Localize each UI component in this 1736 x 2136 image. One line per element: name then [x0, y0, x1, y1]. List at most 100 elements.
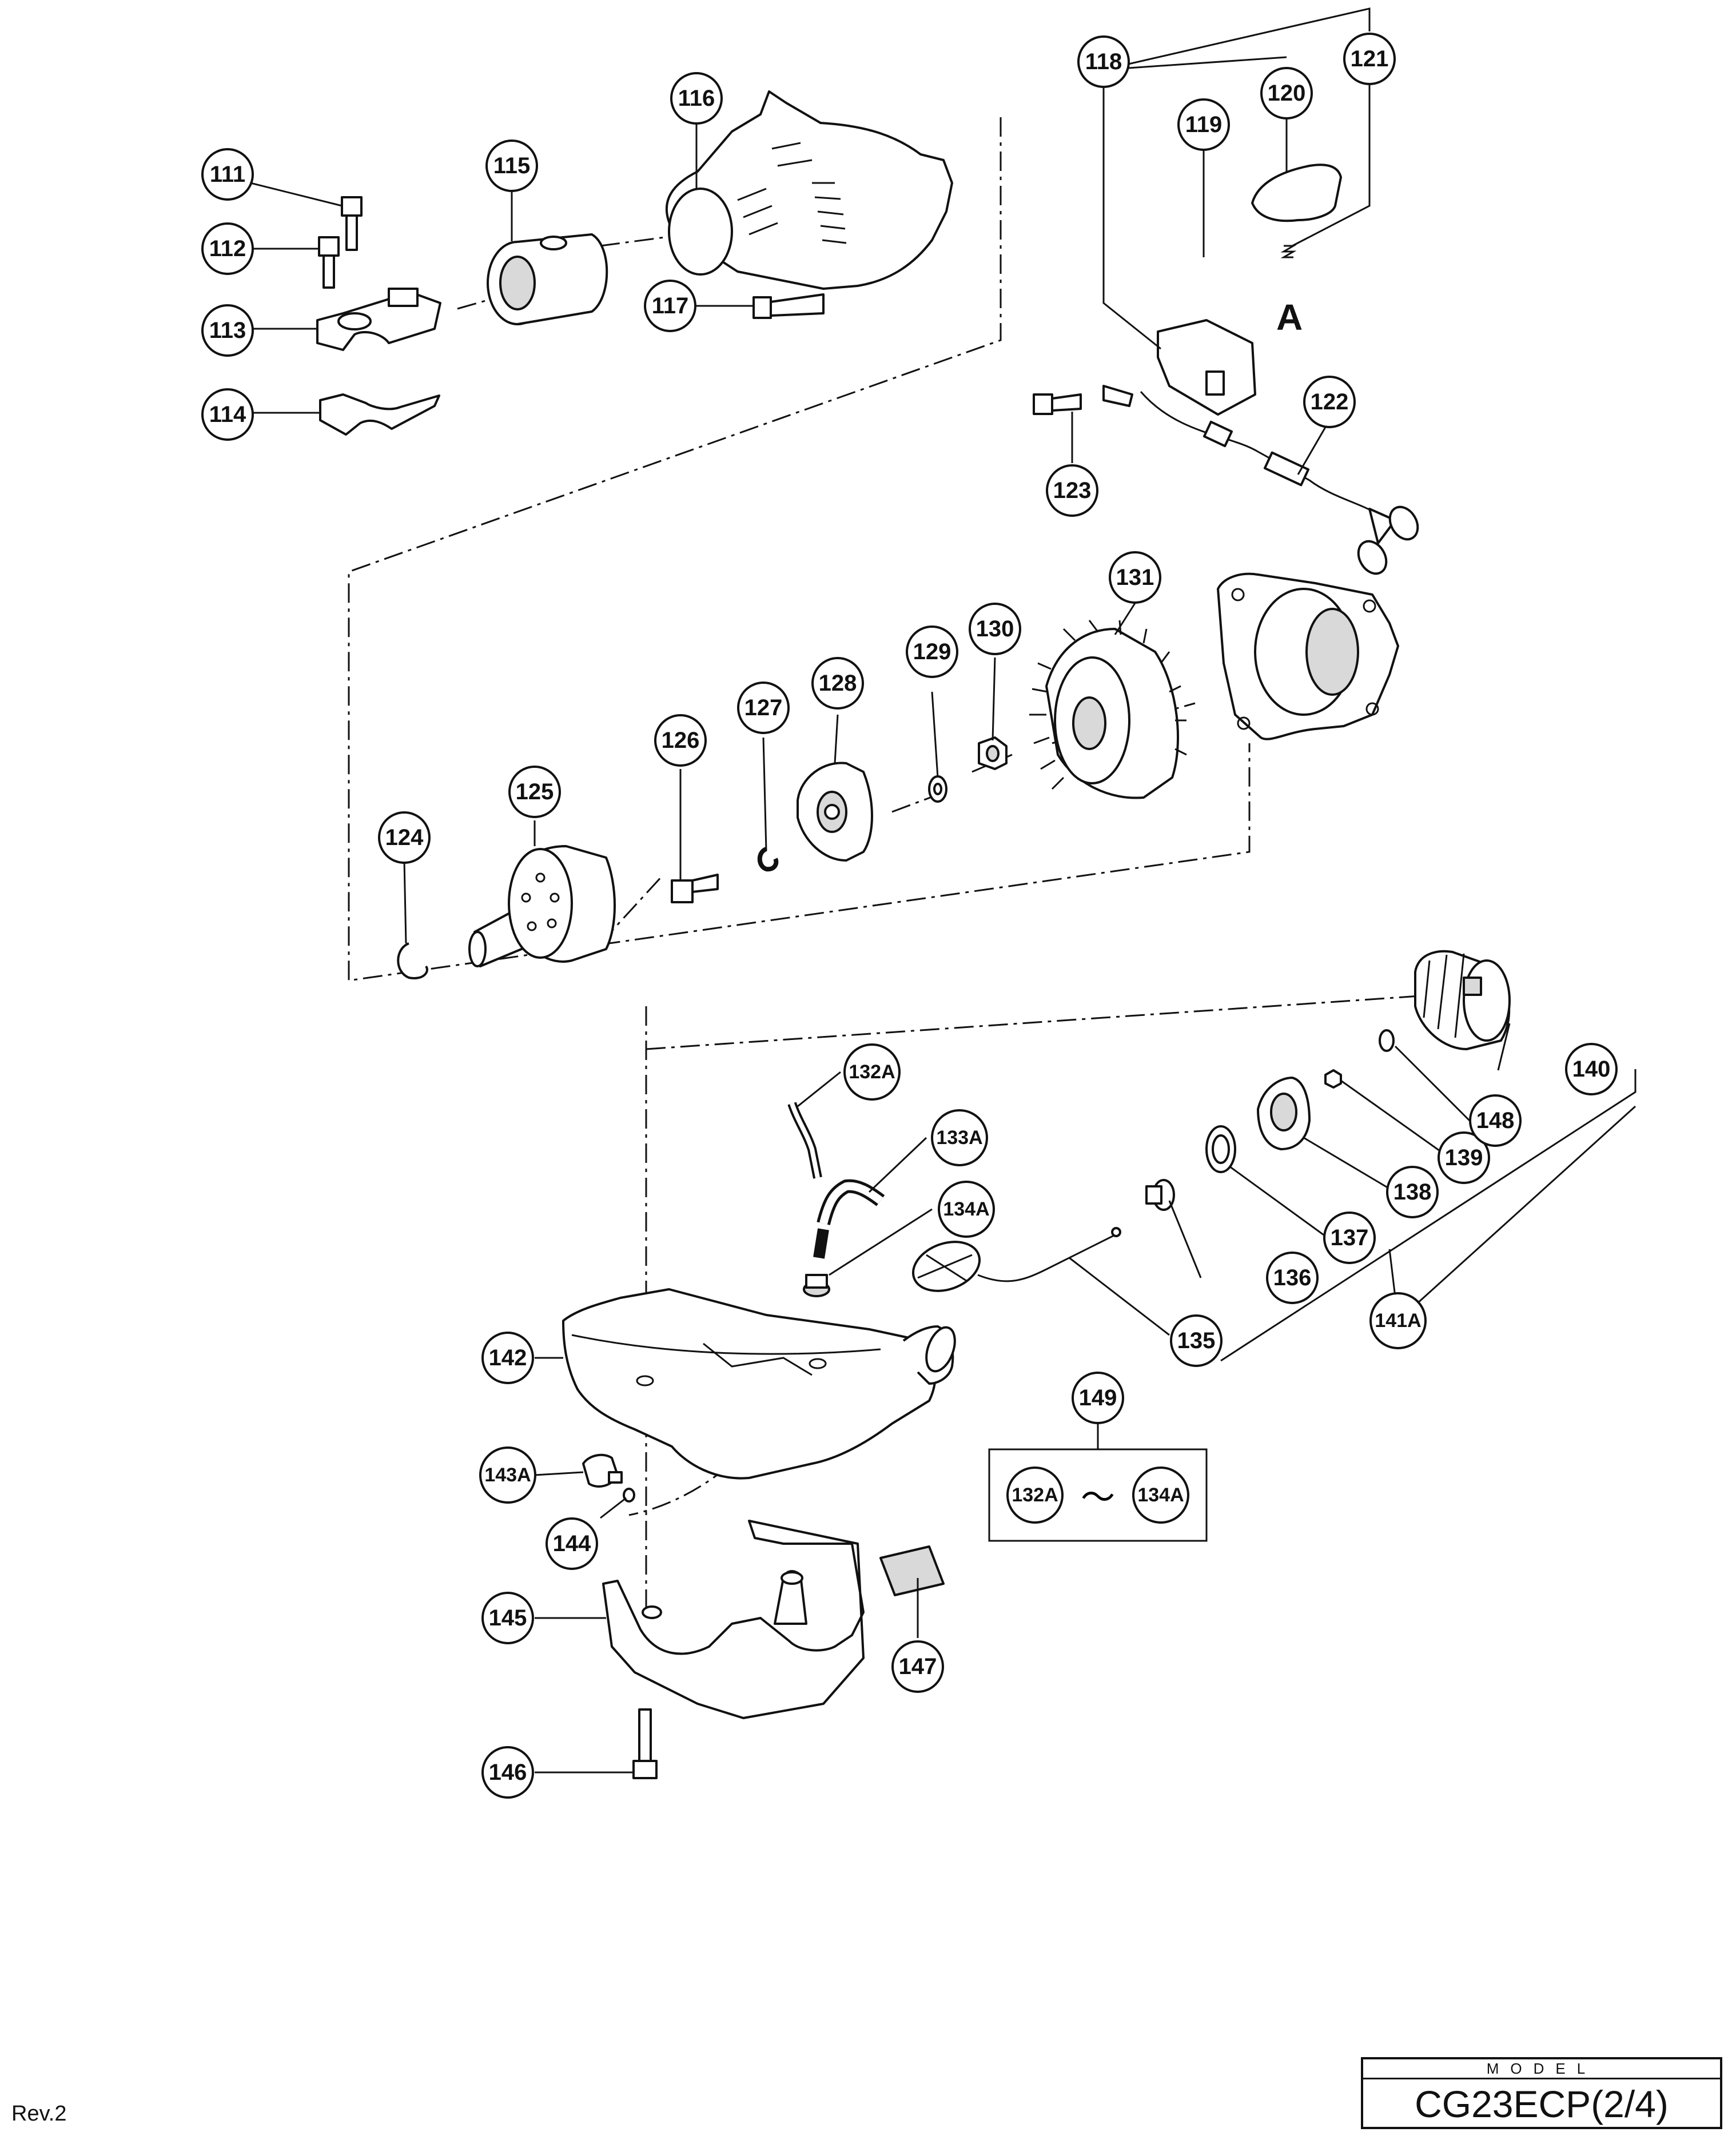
kit-to-134A: 134A [1132, 1466, 1189, 1524]
svg-text:120: 120 [1268, 81, 1306, 106]
callout-121: 121 [1343, 33, 1396, 85]
callout-149: 149 [1072, 1372, 1124, 1424]
svg-text:146: 146 [489, 1760, 527, 1785]
callout-119: 119 [1177, 98, 1230, 151]
clutch-housing-116-shape [665, 90, 953, 290]
svg-text:114: 114 [209, 402, 246, 427]
bolt-111-shape [341, 196, 363, 251]
callout-112: 112 [201, 222, 254, 275]
callout-126: 126 [654, 714, 707, 767]
svg-text:117: 117 [652, 293, 689, 318]
callout-143A: 143A [479, 1446, 536, 1504]
clutch-drum-125-shape [468, 845, 616, 967]
callout-134A: 134A [938, 1181, 995, 1238]
svg-text:147: 147 [899, 1654, 937, 1679]
svg-text:132A: 132A [849, 1061, 895, 1083]
svg-text:119: 119 [1185, 112, 1223, 137]
revision-label: Rev.2 [11, 2102, 67, 2126]
svg-text:142: 142 [489, 1345, 527, 1370]
svg-text:128: 128 [819, 671, 857, 696]
callout-131: 131 [1109, 551, 1161, 604]
callout-135: 135 [1170, 1314, 1223, 1367]
svg-text:137: 137 [1331, 1225, 1369, 1250]
svg-text:111: 111 [210, 162, 245, 187]
svg-text:122: 122 [1311, 389, 1349, 415]
clamp-114-shape [319, 393, 440, 436]
svg-text:138: 138 [1393, 1179, 1432, 1205]
callout-132A: 132A [843, 1043, 901, 1101]
flywheel-131-shape [1029, 620, 1187, 799]
callout-127: 127 [737, 682, 790, 734]
callout-128: 128 [811, 657, 864, 710]
svg-text:144: 144 [553, 1531, 591, 1556]
svg-text:134A: 134A [943, 1198, 989, 1220]
callout-113: 113 [201, 304, 254, 357]
svg-text:116: 116 [678, 86, 715, 111]
washer-129-shape [928, 775, 947, 803]
svg-text:149: 149 [1079, 1385, 1117, 1410]
callout-123: 123 [1046, 464, 1098, 517]
svg-text:113: 113 [209, 318, 246, 343]
fuel-filter-135-shape [911, 1227, 1121, 1292]
fuel-tank-142-shape [562, 1288, 956, 1480]
clamp-113-shape [316, 288, 441, 351]
ring-127-shape [757, 847, 779, 872]
svg-text:124: 124 [385, 825, 424, 850]
bolt-146-shape [632, 1708, 658, 1779]
svg-text:121: 121 [1351, 46, 1389, 71]
callout-148: 148 [1469, 1094, 1522, 1147]
svg-text:127: 127 [744, 695, 783, 720]
model-title-block: MODEL CG23ECP(2/4) [1361, 2057, 1722, 2129]
svg-text:136: 136 [1273, 1265, 1312, 1290]
valve-139-shape [1324, 1069, 1342, 1089]
callout-125: 125 [508, 766, 561, 818]
tank-cover-145-shape [602, 1520, 865, 1719]
model-name: CG23ECP(2/4) [1415, 2083, 1669, 2125]
callout-115: 115 [485, 140, 538, 192]
part-144-shape [623, 1488, 635, 1503]
bolt-117-shape [752, 293, 825, 319]
fuel-line-132A-shape [787, 1102, 822, 1179]
callout-147: 147 [891, 1640, 944, 1693]
spark-plug-cap-120-shape [1251, 164, 1342, 222]
svg-text:126: 126 [662, 728, 700, 753]
callout-140: 140 [1565, 1043, 1618, 1095]
cap-insert-138-shape [1257, 1077, 1311, 1150]
svg-text:112: 112 [209, 236, 246, 261]
svg-text:130: 130 [976, 616, 1014, 641]
svg-text:148: 148 [1476, 1108, 1515, 1133]
svg-text:140: 140 [1572, 1057, 1611, 1082]
svg-text:134A: 134A [1137, 1484, 1184, 1506]
svg-text:135: 135 [1177, 1328, 1216, 1353]
gasket-137-shape [1205, 1125, 1236, 1173]
view-marker-a: A [1276, 297, 1303, 338]
circlip-124-shape [397, 942, 428, 979]
callout-118: 118 [1077, 35, 1130, 88]
oring-148-shape [1379, 1029, 1395, 1052]
svg-text:131: 131 [1116, 565, 1154, 590]
svg-text:145: 145 [489, 1605, 527, 1631]
callout-116: 116 [670, 72, 723, 125]
callout-137: 137 [1323, 1212, 1376, 1264]
callout-141A: 141A [1369, 1292, 1427, 1349]
svg-text:143A: 143A [484, 1464, 531, 1486]
bolt-112-shape [318, 236, 340, 289]
bolt-126-shape [671, 874, 719, 903]
callout-120: 120 [1260, 67, 1313, 119]
callout-117: 117 [644, 280, 696, 332]
svg-text:115: 115 [493, 153, 531, 178]
callout-145: 145 [481, 1592, 534, 1644]
svg-text:125: 125 [516, 779, 554, 804]
model-caption: MODEL [1363, 2059, 1720, 2079]
callout-142: 142 [481, 1332, 534, 1384]
callout-130: 130 [969, 603, 1021, 655]
callout-129: 129 [906, 625, 958, 678]
kit-from-132A: 132A [1006, 1466, 1064, 1524]
part-143A-shape [582, 1453, 623, 1488]
crankcase-shape [1217, 572, 1399, 740]
ignition-coil-118-shape [1157, 319, 1256, 416]
svg-text:139: 139 [1445, 1145, 1483, 1170]
part-callouts: 111 112 113 114 115 116 117 118 119 120 … [201, 33, 1618, 1799]
callout-114: 114 [201, 388, 254, 441]
